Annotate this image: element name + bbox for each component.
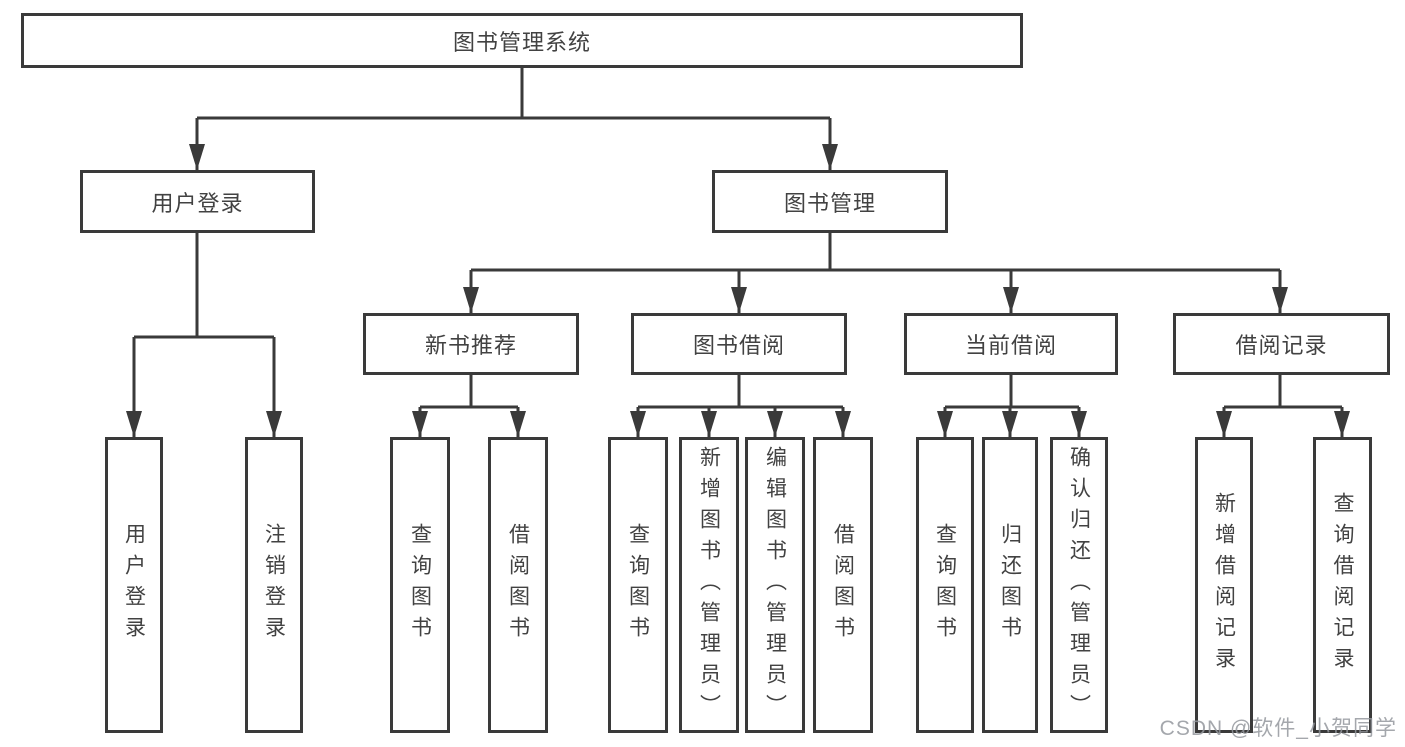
- csdn-watermark: CSDN @软件_小贺同学: [1159, 717, 1397, 740]
- leaf-logout: 注销登录: [245, 437, 303, 733]
- leaf-query-borrow-record: 查询借阅记录: [1313, 437, 1372, 733]
- leaf-label: 新增借阅记录: [1212, 492, 1236, 678]
- leaf-label: 查询图书: [626, 523, 650, 647]
- leaf-edit-book-admin: 编辑图书（管理员）: [745, 437, 805, 733]
- node-new-book-recommend: 新书推荐: [363, 313, 579, 375]
- node-book-borrowing: 图书借阅: [631, 313, 847, 375]
- node-library-system: 图书管理系统: [21, 13, 1023, 68]
- leaf-label: 查询图书: [408, 523, 432, 647]
- leaf-query-books-current: 查询图书: [916, 437, 974, 733]
- leaf-confirm-return-admin: 确认归还（管理员）: [1050, 437, 1108, 733]
- leaf-return-books: 归还图书: [982, 437, 1038, 733]
- leaf-label: 确认归还（管理员）: [1067, 445, 1091, 725]
- leaf-label: 编辑图书（管理员）: [763, 445, 787, 725]
- leaf-label: 注销登录: [262, 523, 286, 647]
- leaf-add-borrow-record: 新增借阅记录: [1195, 437, 1253, 733]
- leaf-label: 用户登录: [122, 523, 146, 647]
- node-user-login: 用户登录: [80, 170, 315, 233]
- leaf-borrow-books-recommend: 借阅图书: [488, 437, 548, 733]
- leaf-label: 借阅图书: [506, 523, 530, 647]
- leaf-query-books-recommend: 查询图书: [390, 437, 450, 733]
- leaf-query-books-borrowing: 查询图书: [608, 437, 668, 733]
- leaf-borrow-books-borrowing: 借阅图书: [813, 437, 873, 733]
- node-book-management: 图书管理: [712, 170, 948, 233]
- leaf-label: 借阅图书: [831, 523, 855, 647]
- node-borrowing-records: 借阅记录: [1173, 313, 1390, 375]
- leaf-label: 查询借阅记录: [1331, 492, 1355, 678]
- leaf-add-book-admin: 新增图书（管理员）: [679, 437, 739, 733]
- leaf-label: 归还图书: [998, 523, 1022, 647]
- leaf-user-login: 用户登录: [105, 437, 163, 733]
- leaf-label: 查询图书: [933, 523, 957, 647]
- leaf-label: 新增图书（管理员）: [697, 445, 721, 725]
- node-current-borrowing: 当前借阅: [904, 313, 1118, 375]
